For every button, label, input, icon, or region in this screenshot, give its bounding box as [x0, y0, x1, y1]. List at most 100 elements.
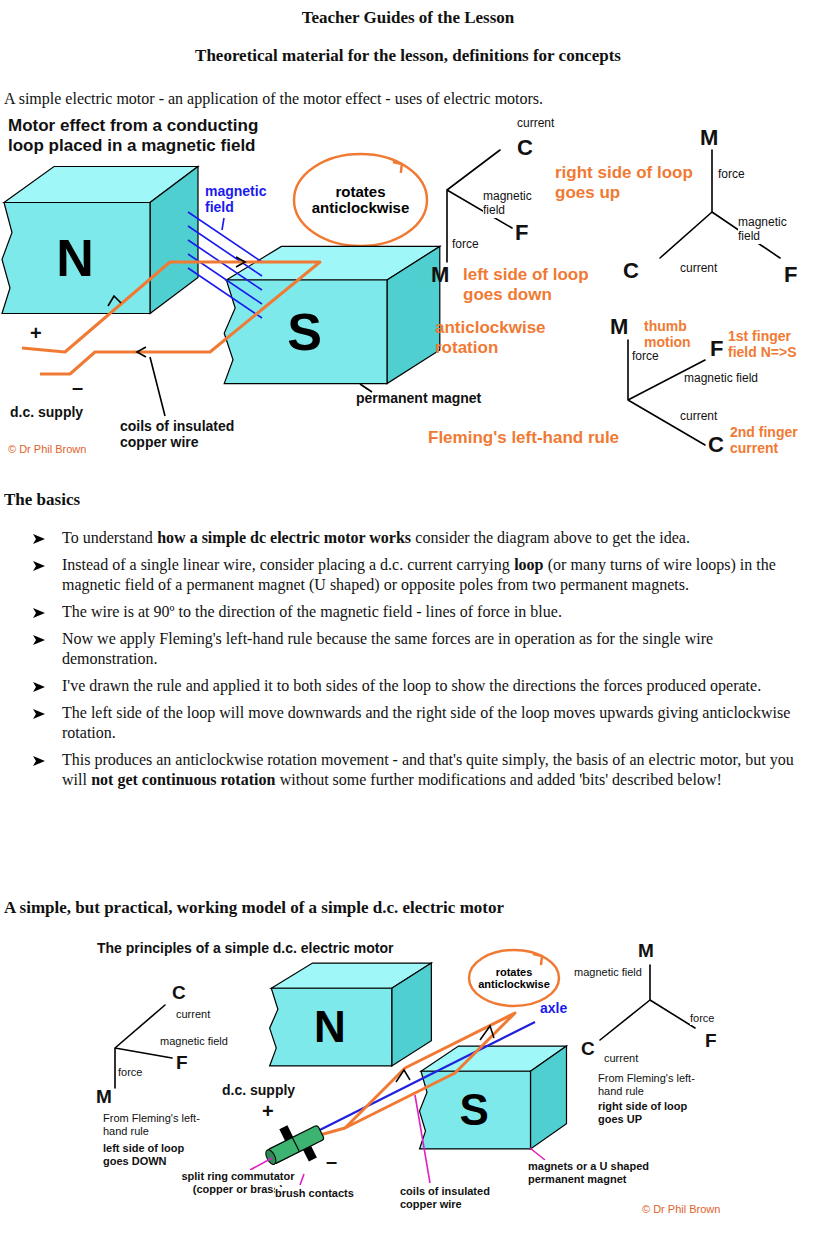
diagram-title: Motor effect from a conducting loop plac… — [8, 116, 298, 155]
bullet-text: Instead of a single linear wire, conside… — [62, 556, 510, 573]
part-label: permanent magnet — [356, 390, 516, 406]
bullet-item: The left side of the loop will move down… — [32, 703, 814, 743]
bullet-arrow — [32, 533, 46, 545]
bullet-arrow — [32, 681, 46, 693]
axis-label: magnetic field — [684, 372, 784, 386]
axis-letter: M — [638, 940, 668, 962]
axis-letter: C — [172, 982, 202, 1004]
bullet-arrow — [32, 755, 46, 767]
part-label: magnets or a U shaped permanent magnet — [528, 1160, 678, 1185]
pole-letter: S — [460, 1086, 489, 1134]
axis-label: force — [690, 1012, 740, 1025]
orange-note: Fleming's left-hand rule — [428, 428, 658, 448]
axis-label: current — [517, 117, 587, 131]
bullet-text: I've drawn the rule and applied it to bo… — [62, 677, 761, 694]
axis-label: magnetic field — [160, 1035, 250, 1048]
heading: A simple, but practical, working model o… — [4, 898, 804, 918]
axis-letter: M — [700, 125, 730, 150]
bullet-arrow — [32, 560, 46, 572]
magnet-block — [268, 962, 433, 1067]
bullet-item: The wire is at 90º to the direction of t… — [32, 602, 814, 622]
bullet-list: To understandhow a simple dc electric mo… — [32, 528, 814, 797]
page-title: Teacher Guides of the Lesson — [0, 8, 816, 28]
bullet-text: The left side of the loop will move down… — [62, 704, 790, 741]
part-label: brush contacts — [275, 1187, 385, 1200]
axis-letter: F — [784, 262, 814, 287]
axis-label: current — [680, 410, 740, 424]
heading: The basics — [4, 490, 304, 510]
part-label: left side of loop goes DOWN — [103, 1142, 198, 1167]
part-label: coils of insulated copper wire — [120, 418, 260, 450]
axis-label: force — [632, 350, 682, 364]
part-label: right side of loop goes UP — [598, 1100, 708, 1125]
bullet-item: This produces an anticlockwise rotation … — [32, 750, 814, 790]
orange-note: 1st finger field N=>S — [728, 328, 814, 360]
pole-letter: N — [314, 1003, 346, 1051]
rotation-arrow: rotates anticlockwise — [290, 150, 431, 250]
bullet-item: To understandhow a simple dc electric mo… — [32, 528, 814, 548]
magnet-pole: N — [268, 962, 433, 1067]
terminal-sign: + — [262, 1100, 282, 1123]
axis-label: force — [118, 1066, 168, 1079]
axis-label: force — [452, 238, 502, 252]
axis-label: current — [604, 1052, 664, 1065]
axis-label: From Fleming's left-hand rule — [103, 1112, 213, 1137]
orange-note: thumb motion — [644, 318, 708, 350]
magnet-pole: S — [222, 245, 442, 385]
magnet-block — [0, 165, 200, 315]
bullet-text: The wire is at 90º to the direction of t… — [62, 603, 562, 620]
copyright-note: © Dr Phil Brown — [8, 443, 138, 456]
pole-letter: N — [56, 230, 94, 287]
blue-label: axle — [540, 1000, 590, 1016]
axis-letter: M — [96, 1086, 126, 1108]
bullet-arrow — [32, 607, 46, 619]
magnet-pole: N — [0, 165, 200, 315]
magnet-pole: S — [418, 1045, 568, 1150]
axis-letter: M — [610, 314, 640, 339]
bullet-item: Now we apply Fleming's left-hand rule be… — [32, 629, 814, 669]
part-label: d.c. supply — [222, 1082, 322, 1098]
axis-label: magnetic field — [574, 966, 646, 979]
axis-letter: F — [176, 1052, 206, 1074]
bullet-text: how a simple dc electric motor works — [157, 529, 411, 546]
part-label: d.c. supply — [10, 404, 130, 420]
axis-label: magnetic field — [738, 216, 808, 244]
bullet-arrow — [32, 634, 46, 646]
bullet-item: Instead of a single linear wire, conside… — [32, 555, 814, 595]
bullet-text: Now we apply Fleming's left-hand rule be… — [62, 630, 713, 667]
magnet-block — [418, 1045, 568, 1150]
pole-letter: S — [287, 304, 322, 361]
axis-letter: F — [515, 220, 545, 245]
bullet-item: I've drawn the rule and applied it to bo… — [32, 676, 814, 696]
axis-label: force — [718, 168, 768, 182]
axis-label: From Fleming's left-hand rule — [598, 1072, 708, 1097]
magnet-block — [222, 245, 442, 385]
rotation-label: rotates anticlockwise — [303, 184, 418, 217]
axis-label: magnetic field — [483, 190, 553, 218]
blue-label: magnetic field — [205, 183, 285, 215]
part-label: coils of insulated copper wire — [400, 1185, 510, 1210]
copyright-note: © Dr Phil Brown — [642, 1203, 772, 1216]
terminal-sign: – — [72, 376, 92, 399]
orange-note: 2nd finger current — [730, 424, 814, 456]
bullet-text: not get continuous rotation — [91, 771, 275, 788]
orange-note: anticlockwise rotation — [435, 318, 585, 357]
diagram-title: The principles of a simple d.c. electric… — [97, 940, 437, 956]
bullet-text: To understand — [62, 529, 153, 546]
terminal-sign: + — [30, 322, 50, 345]
axis-label: current — [680, 262, 740, 276]
terminal-sign: – — [326, 1150, 346, 1173]
heading: Theoretical material for the lesson, def… — [0, 46, 816, 66]
axis-letter: C — [517, 135, 547, 160]
axis-letter: M — [431, 262, 461, 287]
axis-letter: C — [623, 258, 653, 283]
axis-label: current — [176, 1008, 236, 1021]
bullet-arrow — [32, 708, 46, 720]
bullet-text: loop — [514, 556, 543, 573]
paragraph: A simple electric motor - an application… — [4, 90, 814, 108]
bullet-text: consider the diagram above to get the id… — [415, 529, 690, 546]
bullet-text: without some further modifications and a… — [280, 771, 722, 788]
orange-note: right side of loop goes up — [555, 163, 705, 202]
rotation-label: rotates anticlockwise — [478, 966, 550, 990]
axis-letter: F — [705, 1030, 735, 1052]
